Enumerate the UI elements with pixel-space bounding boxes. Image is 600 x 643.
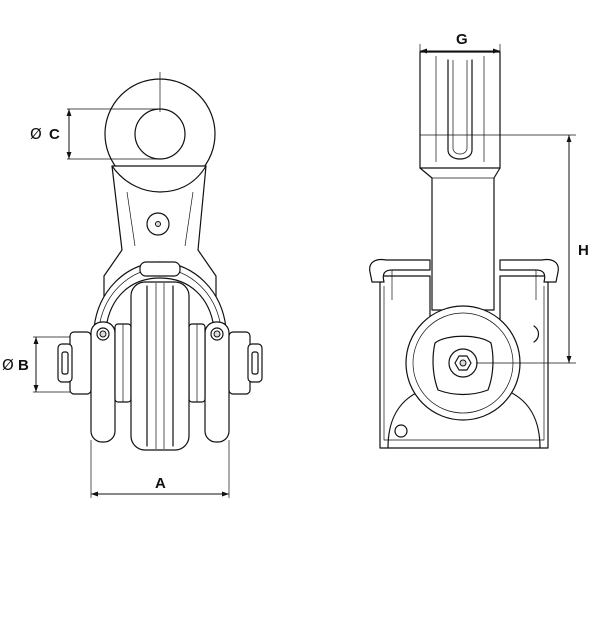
right-axle-hub <box>228 331 251 395</box>
dimension-label-g: G <box>456 31 468 48</box>
dimension-b: Ø B <box>2 336 70 393</box>
diameter-symbol-b: Ø <box>2 356 14 374</box>
left-axle-hub <box>69 331 92 395</box>
dimension-label-b: B <box>18 357 29 374</box>
dimension-label-h: H <box>578 242 589 259</box>
diameter-symbol-c: Ø <box>30 125 42 143</box>
side-view <box>369 51 559 449</box>
eye-neck <box>111 165 207 193</box>
dimension-label-c: C <box>49 126 60 143</box>
dimension-g: G <box>419 31 501 60</box>
crossbar-clip <box>139 261 181 277</box>
housing-hole <box>394 424 408 438</box>
groove <box>447 59 473 160</box>
dimension-c: Ø C <box>30 108 160 160</box>
sheave <box>130 281 190 451</box>
dimension-a: A <box>90 440 230 498</box>
front-view <box>57 72 263 451</box>
eye-bore <box>134 108 186 160</box>
dimension-h: H <box>420 134 589 364</box>
side-arm <box>419 51 501 311</box>
left-lip <box>369 258 431 283</box>
dimension-label-a: A <box>155 475 166 492</box>
right-lip <box>499 258 559 283</box>
